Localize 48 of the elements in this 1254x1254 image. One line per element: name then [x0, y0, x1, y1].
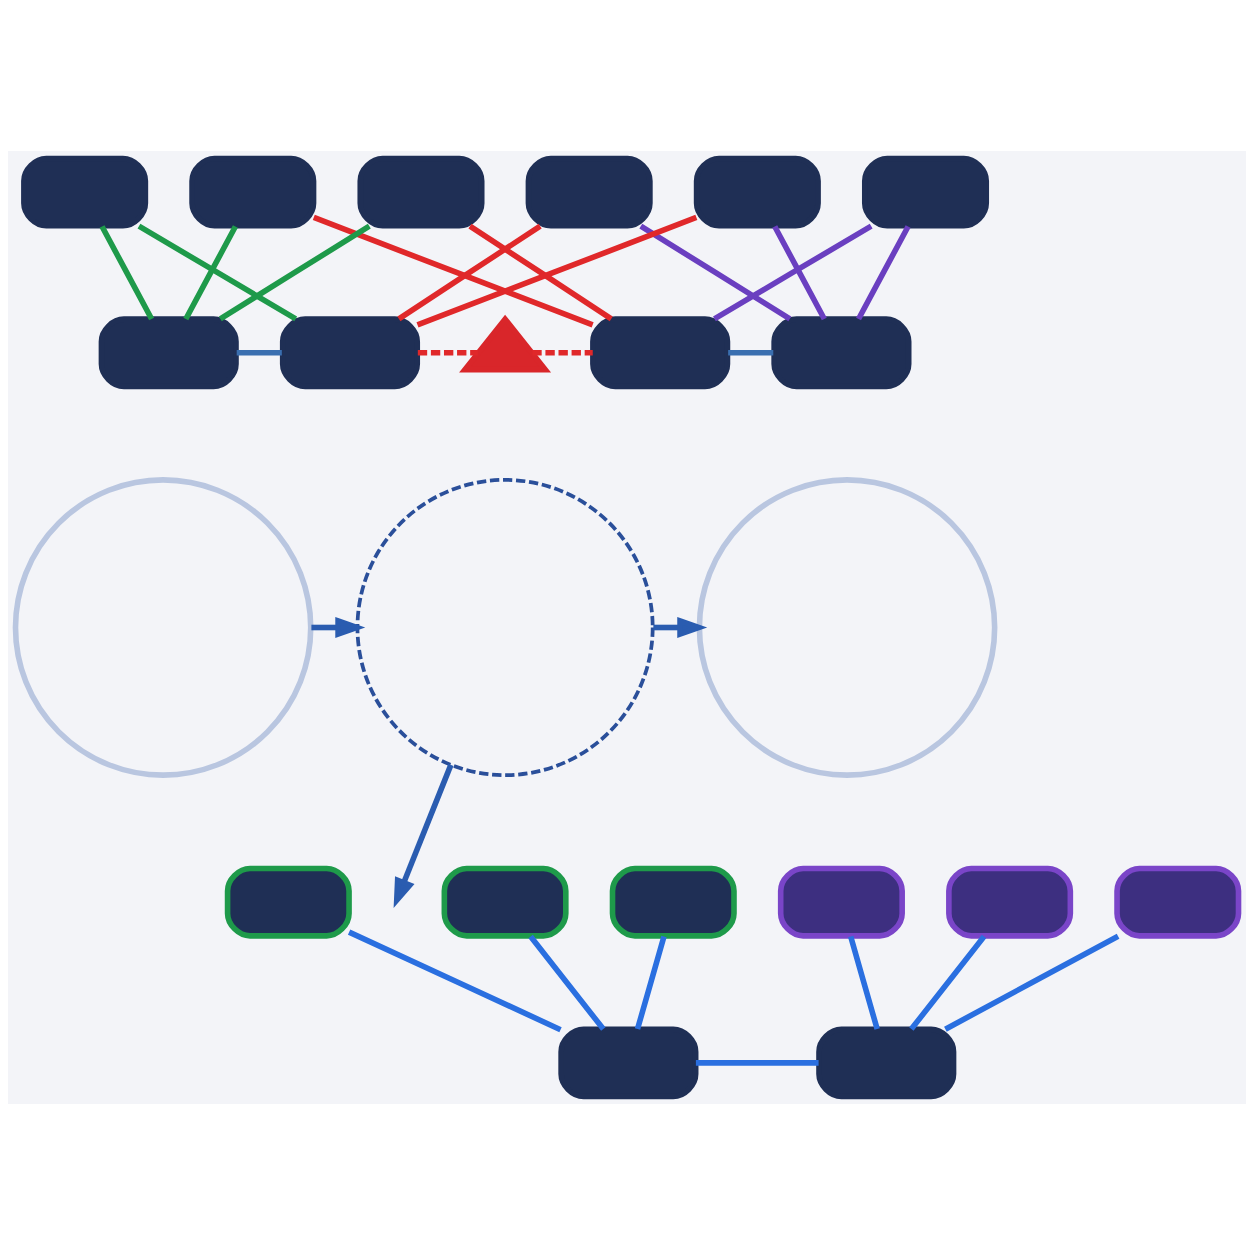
connector: [848, 935, 880, 1030]
node-box: [590, 315, 731, 389]
node-box: [946, 865, 1074, 939]
connector: [99, 224, 155, 320]
node-box: [558, 1025, 699, 1099]
node-box: [441, 865, 569, 939]
connector: [347, 929, 562, 1032]
connector: [772, 224, 827, 320]
node-box: [693, 155, 821, 229]
node-box: [357, 155, 485, 229]
connector: [417, 349, 478, 356]
connector: [713, 223, 873, 321]
node-circle: [12, 476, 314, 778]
connector: [909, 934, 987, 1031]
node-box: [21, 155, 149, 229]
node-box: [816, 1025, 957, 1099]
arrow: [653, 616, 708, 638]
connector: [639, 223, 792, 321]
node-box: [189, 155, 317, 229]
node-box: [279, 315, 421, 389]
node-box: [525, 155, 653, 229]
connector: [728, 349, 774, 356]
connector: [634, 935, 667, 1030]
connector: [397, 223, 542, 321]
node-box: [609, 865, 737, 939]
node-box: [98, 315, 239, 389]
node-box: [777, 865, 905, 939]
node-box: [771, 315, 912, 389]
connector: [312, 214, 594, 328]
connector: [468, 223, 613, 321]
arrow: [311, 616, 366, 638]
connector: [856, 224, 911, 320]
connector: [236, 349, 282, 356]
connector: [944, 933, 1120, 1032]
connector: [137, 223, 298, 321]
connector: [695, 1059, 819, 1066]
arrow: [393, 763, 454, 908]
connector: [528, 934, 606, 1031]
connector: [416, 214, 698, 328]
connector: [218, 223, 371, 321]
node-circle: [355, 477, 655, 777]
node-box: [224, 865, 352, 939]
node-circle: [696, 476, 998, 778]
node-triangle: [459, 314, 552, 372]
connector: [183, 224, 238, 320]
node-box: [861, 155, 990, 229]
connector: [532, 349, 593, 356]
node-box: [1114, 865, 1242, 939]
